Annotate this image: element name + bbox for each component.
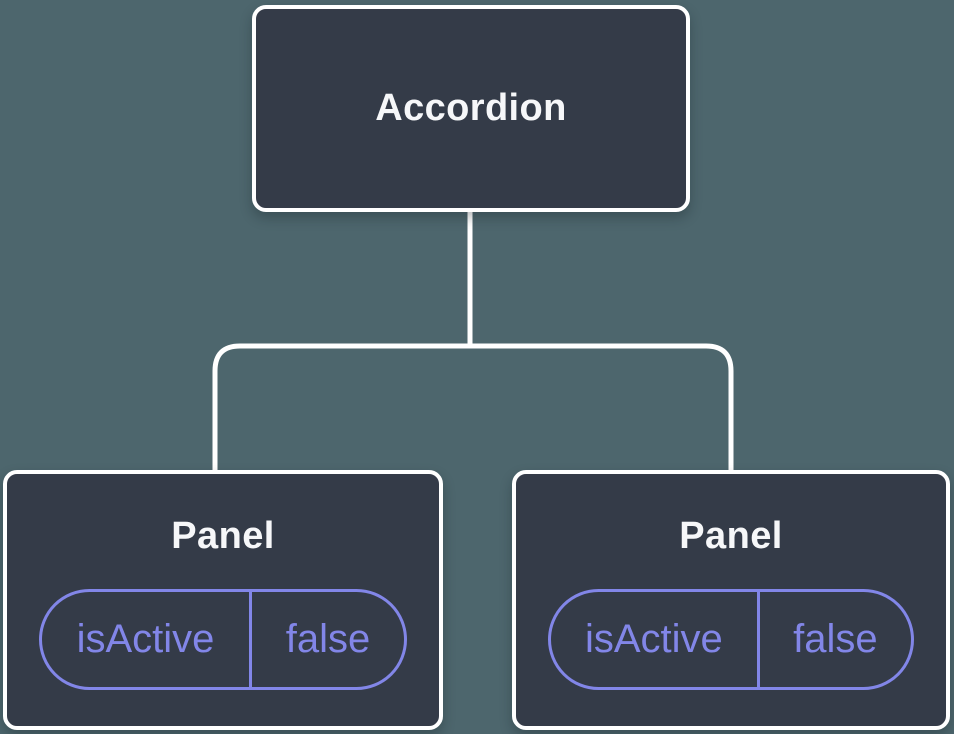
state-value: false bbox=[793, 617, 878, 661]
connector-bracket bbox=[212, 343, 734, 470]
state-pill: isActive false bbox=[548, 589, 914, 690]
tree-node-panel-1: Panel isActive false bbox=[3, 470, 443, 730]
state-key: isActive bbox=[551, 592, 760, 687]
node-label: Panel bbox=[171, 515, 275, 557]
node-label: Panel bbox=[679, 515, 783, 557]
state-value: false bbox=[285, 617, 371, 661]
state-pill: isActive false bbox=[39, 589, 407, 690]
state-key: isActive bbox=[42, 592, 252, 687]
tree-node-accordion: Accordion bbox=[252, 5, 690, 212]
tree-node-panel-2: Panel isActive false bbox=[512, 470, 950, 730]
node-label: Accordion bbox=[375, 87, 567, 129]
